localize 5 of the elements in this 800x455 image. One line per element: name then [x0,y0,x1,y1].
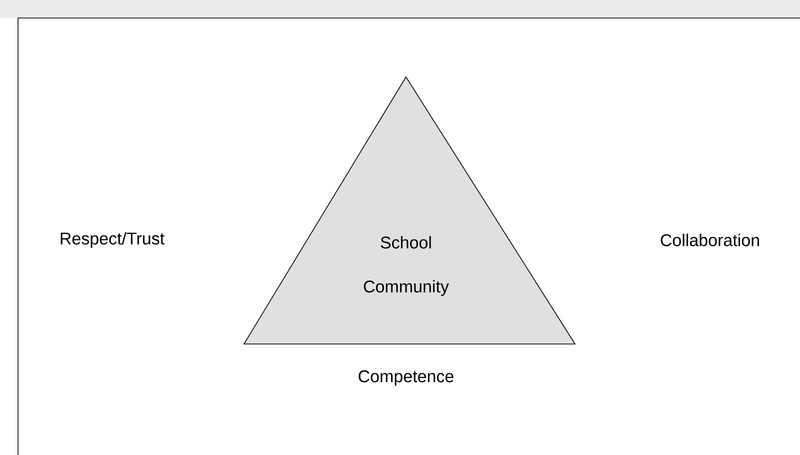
side-label: Competence [358,370,454,386]
triangle-label: School [380,236,431,249]
side-label: Collaboration [660,234,759,246]
side-label: Respect/Trust [60,232,164,248]
triangle-label: Community [364,280,449,296]
